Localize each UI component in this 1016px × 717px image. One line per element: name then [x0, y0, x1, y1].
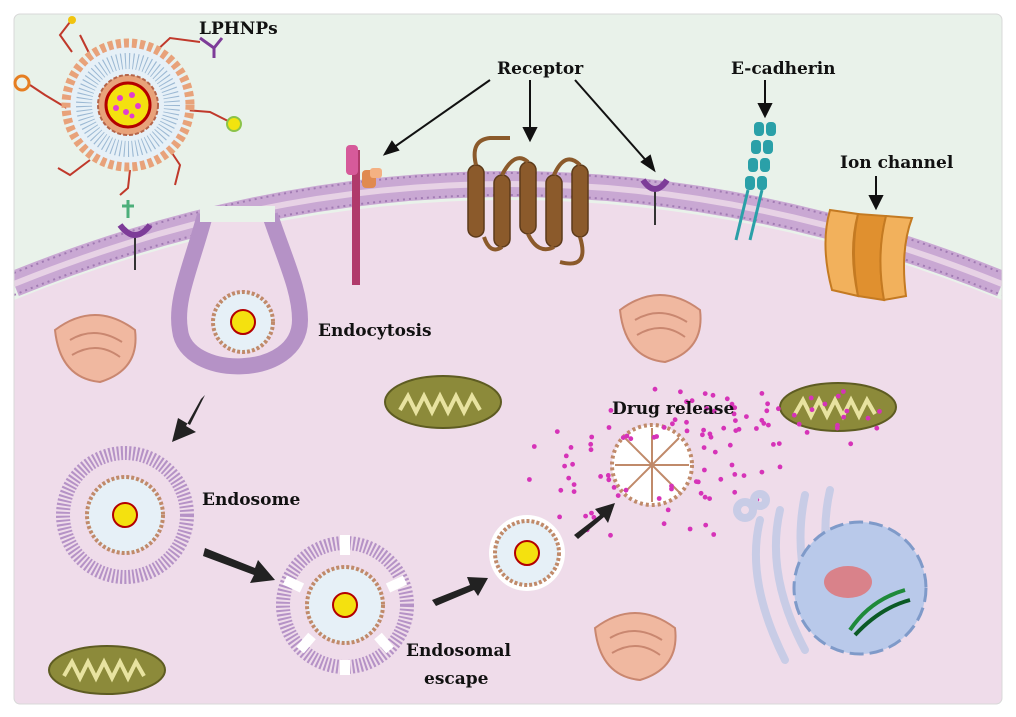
endosome [56, 446, 194, 584]
golgi-tan-left [53, 314, 137, 384]
label-ion-channel: Ion channel [840, 153, 954, 173]
label-endosome: Endosome [202, 490, 300, 510]
lphnp-core [104, 81, 152, 129]
label-endocytosis: Endocytosis [318, 321, 432, 341]
y-receptor-right [640, 178, 670, 225]
label-drug-release: Drug release [612, 399, 734, 419]
ion-channel [824, 208, 914, 302]
e-cadherin-protein [734, 122, 776, 241]
label-endosomal: Endosomal [406, 641, 511, 661]
lphnp-nanoparticle [13, 16, 242, 196]
label-e-cadherin: E-cadherin [731, 59, 836, 79]
single-pass-receptor [346, 145, 382, 285]
ligand-burst-icon [226, 116, 242, 132]
membrane-receptor-left [117, 200, 153, 270]
ligand-antibody-icon [199, 36, 224, 58]
ligand-star-icon [68, 16, 76, 24]
golgi-tan-mid [618, 294, 702, 364]
golgi-tan-bottom [593, 612, 677, 682]
label-escape: escape [424, 669, 489, 689]
mitochondrion-center [384, 375, 502, 429]
label-arrows [382, 79, 884, 211]
free-nanoparticle [489, 515, 565, 591]
label-lphnps: LPHNPs [199, 19, 278, 39]
dna-strand-a [848, 588, 906, 632]
label-receptor: Receptor [497, 59, 584, 79]
nucleolus [824, 566, 872, 598]
process-arrows [172, 395, 615, 606]
nucleus [792, 520, 928, 656]
internalized-nanoparticle [211, 290, 275, 354]
mitochondrion-bottom-left [48, 645, 166, 695]
ligand-ring-icon [13, 74, 31, 92]
endosome-escaping [276, 535, 414, 675]
gpcr-receptor [467, 136, 589, 266]
dna-strand-b [853, 598, 911, 637]
